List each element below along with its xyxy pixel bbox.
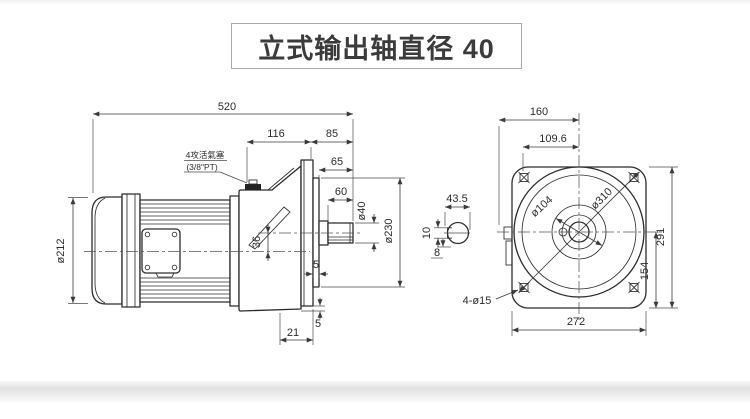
dim-overall-length: 520 [218, 101, 236, 113]
side-plug [505, 240, 513, 266]
dim-160: 160 [530, 106, 548, 118]
plug-detail: 43.5 10 8 [421, 193, 471, 259]
dim-plug-10: 10 [421, 227, 433, 239]
gusset-rib [248, 206, 291, 250]
dim-65: 65 [331, 156, 343, 168]
breather-note-line1: 4攻活氣塞 [186, 150, 225, 160]
side-view: 520 116 85 65 60 ø40 ø230 ø212 36 [55, 101, 405, 345]
dim-height: 291 [655, 228, 667, 246]
motor-front-collar [229, 195, 240, 307]
breather-note-line2: (3/8"PT) [186, 162, 218, 172]
bolt-hole-mark [628, 281, 640, 294]
dim-60: 60 [335, 186, 347, 198]
dim-bottom-step: 5 [315, 318, 321, 330]
front-view: ø310 ø104 160 109.6 291 154 272 4-ø15 [421, 106, 678, 336]
dim-flange-diameter: ø230 [383, 218, 395, 243]
dim-plug-8: 8 [434, 247, 440, 259]
motor-rear-collar [121, 193, 141, 308]
dim-width: 272 [567, 316, 585, 328]
dim-spigot-depth: 5 [313, 259, 319, 271]
page-title: 立式输出轴直径 40 [258, 33, 495, 64]
bottom-fade-band [0, 381, 750, 402]
dim-116: 116 [267, 128, 285, 140]
side-tab [503, 226, 513, 240]
motor-rear-cap [91, 196, 123, 305]
breather-note: 4攻活氣塞 (3/8"PT) [184, 150, 248, 184]
drawing-title-box: 立式输出轴直径 40 [231, 23, 522, 69]
dim-bottom-overhang: 21 [287, 327, 299, 339]
dim-85: 85 [326, 128, 338, 140]
dim-shaft-diameter: ø40 [356, 202, 368, 221]
dim-motor-diameter: ø212 [55, 238, 67, 263]
dim-bolt-offset: 109.6 [539, 133, 567, 145]
breather-plug [245, 179, 261, 190]
top-fade-band [0, 0, 750, 5]
cooling-fins [140, 203, 230, 299]
bolt-hole-mark [518, 171, 530, 184]
dim-center-to-bottom: 154 [639, 262, 651, 280]
dim-plug-width: 43.5 [446, 193, 467, 205]
dim-bolt-holes: 4-ø15 [463, 295, 492, 307]
dim-axis-offset: 36 [251, 236, 263, 248]
terminal-box [141, 228, 181, 274]
